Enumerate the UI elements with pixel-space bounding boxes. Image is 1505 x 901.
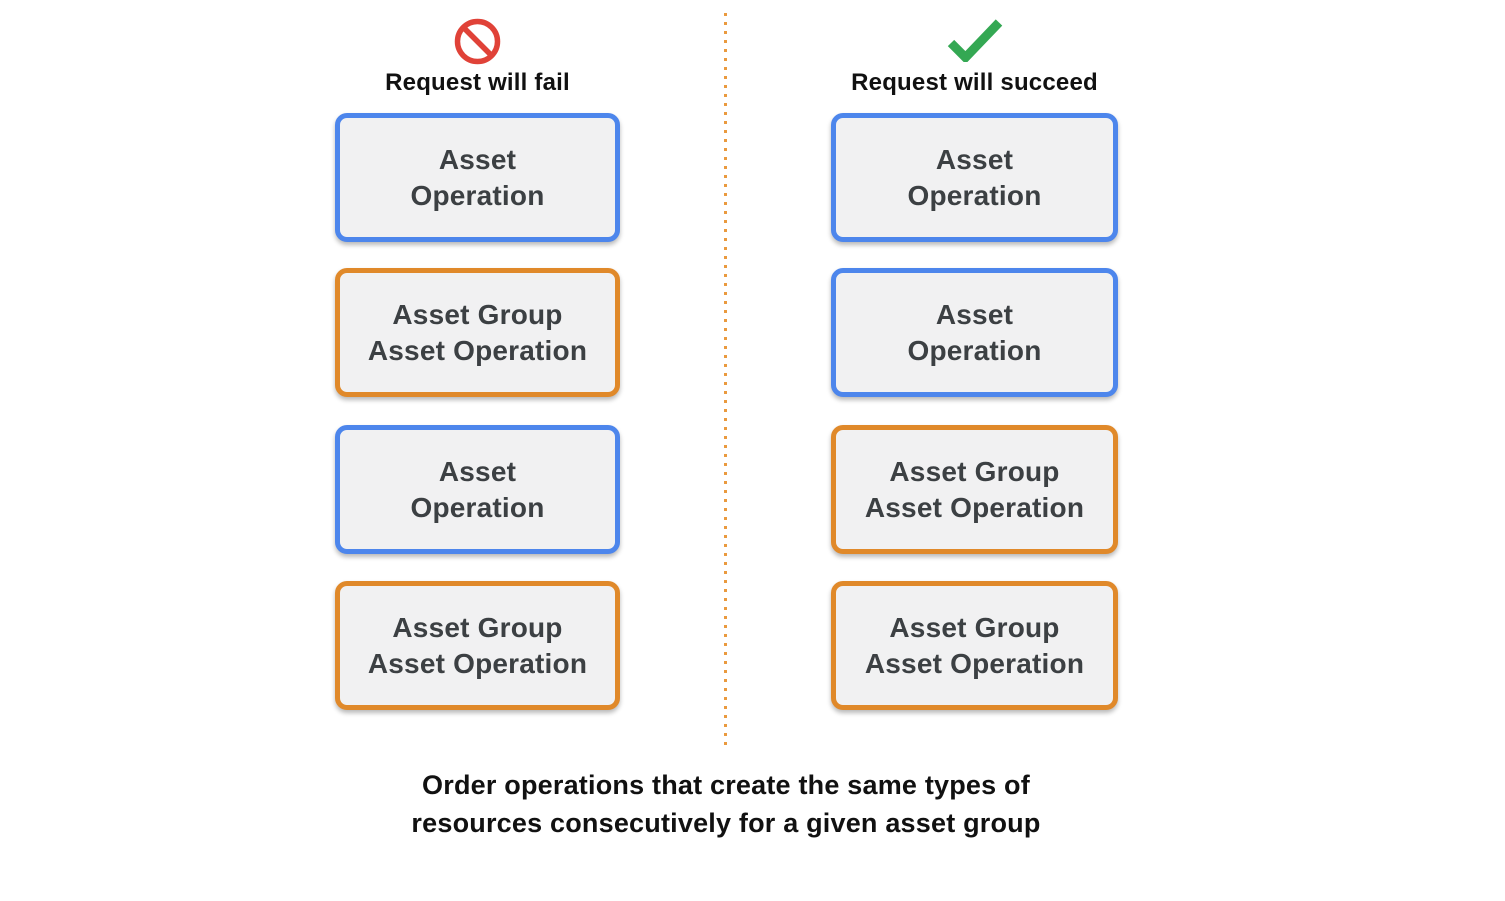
box-label-line: Asset bbox=[438, 455, 517, 487]
column-divider bbox=[724, 13, 727, 746]
box-label-line: Operation bbox=[907, 334, 1042, 366]
box-label-line: Operation bbox=[410, 179, 545, 211]
box-label-line: Asset Operation bbox=[367, 334, 588, 366]
succeed-column: Request will succeed Asset Operation Ass… bbox=[831, 0, 1118, 745]
prohibition-icon bbox=[335, 18, 620, 68]
caption-line: resources consecutively for a given asse… bbox=[411, 808, 1041, 838]
operation-box: Asset Operation bbox=[831, 268, 1118, 397]
box-label-line: Asset Group bbox=[392, 298, 563, 330]
box-label-line: Operation bbox=[907, 179, 1042, 211]
operation-box: Asset Operation bbox=[831, 113, 1118, 242]
box-label-line: Asset Operation bbox=[864, 647, 1085, 679]
box-label-line: Asset Group bbox=[392, 611, 563, 643]
succeed-column-title: Request will succeed bbox=[851, 69, 1098, 96]
box-label-line: Asset bbox=[935, 298, 1014, 330]
box-label-line: Asset bbox=[935, 143, 1014, 175]
operation-box: Asset Operation bbox=[335, 113, 620, 242]
fail-column-title: Request will fail bbox=[385, 69, 570, 96]
caption: Order operations that create the same ty… bbox=[411, 766, 1040, 842]
operation-box: Asset Group Asset Operation bbox=[335, 268, 620, 397]
box-label-line: Asset bbox=[438, 143, 517, 175]
operation-box: Asset Group Asset Operation bbox=[335, 581, 620, 710]
check-icon bbox=[831, 18, 1118, 68]
operation-box: Asset Group Asset Operation bbox=[831, 581, 1118, 710]
caption-line: Order operations that create the same ty… bbox=[422, 770, 1030, 800]
box-label-line: Operation bbox=[410, 491, 545, 523]
operation-box: Asset Group Asset Operation bbox=[831, 425, 1118, 554]
box-label-line: Asset Operation bbox=[864, 491, 1085, 523]
box-label-line: Asset Operation bbox=[367, 647, 588, 679]
box-label-line: Asset Group bbox=[889, 455, 1060, 487]
box-label-line: Asset Group bbox=[889, 611, 1060, 643]
fail-column: Request will fail Asset Operation Asset … bbox=[335, 0, 620, 745]
operation-box: Asset Operation bbox=[335, 425, 620, 554]
